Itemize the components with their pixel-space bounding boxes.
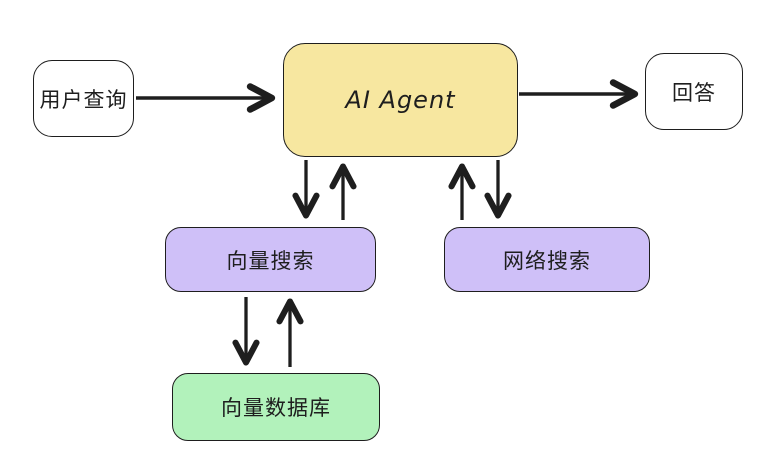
node-user-query-label: 用户查询 (39, 87, 128, 112)
node-answer: 回答 (645, 53, 743, 130)
node-answer-label: 回答 (672, 80, 716, 105)
node-vector-database: 向量数据库 (172, 373, 380, 441)
node-ai-agent-label: AI Agent (345, 86, 456, 114)
node-vector-search: 向量搜索 (165, 227, 376, 292)
node-web-search: 网络搜索 (444, 227, 650, 292)
node-vector-database-label: 向量数据库 (221, 396, 331, 420)
node-ai-agent: AI Agent (283, 43, 518, 157)
node-vector-search-label: 向量搜索 (226, 248, 315, 273)
node-web-search-label: 网络搜索 (503, 248, 591, 273)
node-user-query: 用户查询 (33, 60, 134, 137)
